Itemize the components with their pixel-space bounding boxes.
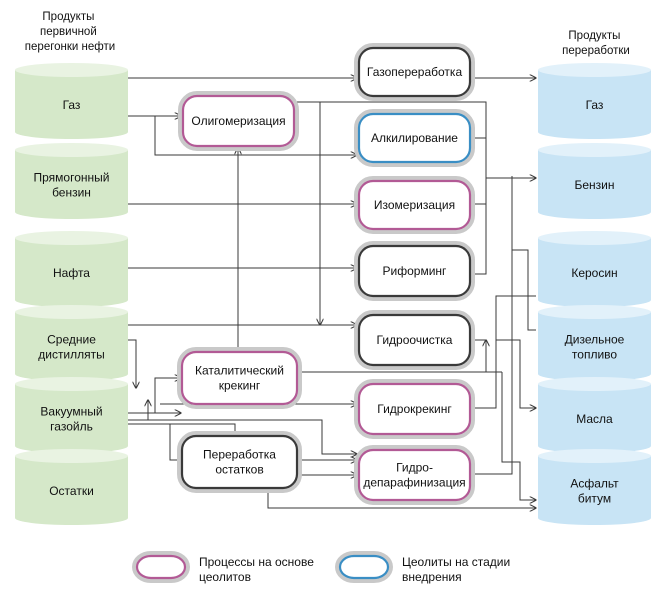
process-hydrodewaxing: Гидро-депарафинизация xyxy=(354,445,475,505)
flow-line xyxy=(496,339,536,408)
process-label: Олигомеризация xyxy=(191,114,285,128)
input-naphtha: Нафта xyxy=(15,231,128,307)
process-label: Изомеризация xyxy=(374,198,455,212)
output-gas-out: Газ xyxy=(538,63,651,139)
input-gas-in: Газ xyxy=(15,63,128,139)
input-column-header: Продукты первичной перегонки нефти xyxy=(25,11,115,53)
input-gas-in-label: Газ xyxy=(63,98,81,112)
output-column-header: Продукты переработки xyxy=(562,30,630,57)
output-oils-label: Масла xyxy=(576,412,613,426)
flow-line xyxy=(128,339,136,388)
output-kerosene: Керосин xyxy=(538,231,651,307)
flow-line xyxy=(154,378,181,413)
flow-line xyxy=(472,295,536,409)
flow-line xyxy=(512,249,536,331)
process-gas-processing: Газопереработка xyxy=(354,43,475,101)
process-label: Риформинг xyxy=(383,264,448,278)
process-label: Алкилирование xyxy=(371,131,458,145)
input-residues: Остатки xyxy=(15,449,128,525)
process-label: Гидро-депарафинизация xyxy=(363,461,465,490)
process-hydrocracking: Гидрокрекинг xyxy=(354,379,475,439)
output-gas-out-label: Газ xyxy=(586,98,604,112)
flow-line xyxy=(501,372,536,500)
input-naphtha-label: Нафта xyxy=(53,266,90,280)
process-isomerization: Изомеризация xyxy=(354,176,475,234)
input-residues-label: Остатки xyxy=(49,484,94,498)
output-gasoline: Бензин xyxy=(538,143,651,219)
process-label: Гидроочистка xyxy=(377,333,453,347)
process-alkylation: Алкилирование xyxy=(354,109,475,167)
output-gasoline-label: Бензин xyxy=(574,178,614,192)
flow-line xyxy=(128,400,148,421)
process-label: Газопереработка xyxy=(367,65,463,79)
flow-line xyxy=(472,138,487,275)
process-hydrotreating: Гидроочистка xyxy=(354,310,475,370)
flow-line xyxy=(154,116,357,155)
process-reforming: Риформинг xyxy=(354,241,475,301)
output-oils: Масла xyxy=(538,377,651,453)
process-label: Гидрокрекинг xyxy=(377,402,452,416)
output-kerosene-label: Керосин xyxy=(571,266,617,280)
flow-line xyxy=(267,488,536,508)
process-oligomerization: Олигомеризация xyxy=(178,91,299,151)
flow-line xyxy=(128,419,357,454)
flow-line xyxy=(472,176,513,475)
flow-line xyxy=(320,101,487,139)
